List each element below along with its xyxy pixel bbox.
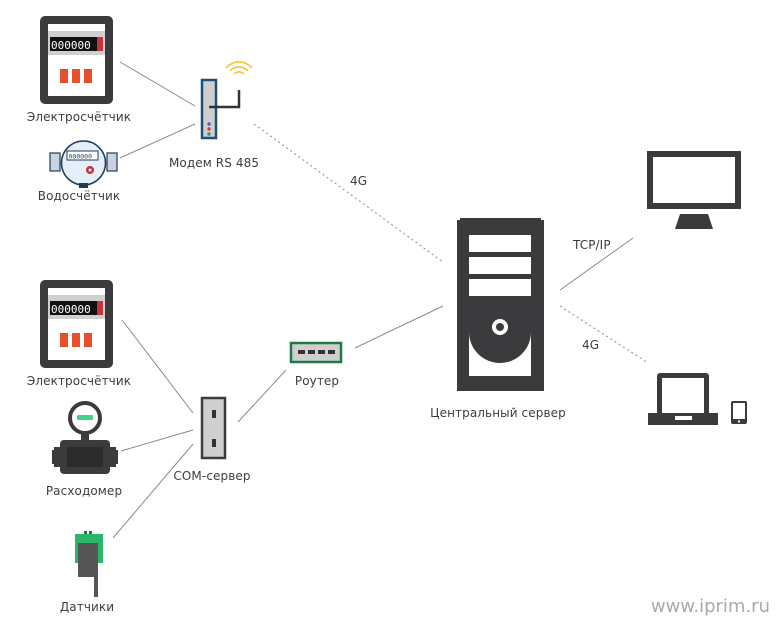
link-server-to-monitor-tcpip: [559, 237, 634, 291]
com-server-label: COM-сервер: [173, 469, 251, 483]
link-com-server-to-router: [237, 369, 287, 423]
sensors-label: Датчики: [59, 600, 115, 614]
meter-display: 000000: [51, 303, 91, 316]
electric-meter-icon: 000000: [40, 16, 113, 104]
link-label-modem-4g: 4G: [350, 174, 368, 188]
router-label: Роутер: [294, 374, 340, 388]
tablet-icon: [731, 401, 747, 424]
link-server-to-laptop-4g: [559, 305, 649, 364]
link-label-tcpip: TCP/IP: [573, 238, 611, 252]
link-electric-meter-2-to-com-server: [121, 319, 194, 414]
link-modem-to-server-4g: [253, 123, 444, 263]
link-water-meter-to-modem: [119, 123, 196, 159]
com-server-icon: [200, 396, 227, 460]
water-meter-label: Водосчётчик: [37, 189, 121, 203]
link-sensors-to-com-server: [112, 443, 194, 539]
water-meter-display: 000000: [69, 153, 93, 161]
central-server-label: Центральный сервер: [430, 406, 566, 420]
link-flowmeter-to-com-server: [120, 429, 194, 452]
watermark: www.iprim.ru: [650, 596, 770, 617]
monitor-icon: [647, 151, 741, 229]
sensor-icon: [75, 531, 103, 597]
modem-icon: [200, 78, 241, 140]
flowmeter-label: Расходомер: [45, 484, 123, 498]
link-router-to-server: [354, 305, 444, 349]
links: [112, 61, 649, 539]
router-icon: [289, 341, 343, 364]
wifi-icon: [225, 61, 253, 75]
link-label-clients-4g: 4G: [582, 338, 600, 352]
water-meter-icon: 000000: [49, 140, 118, 188]
electric-meter-icon: 000000: [40, 280, 113, 368]
meter-display: 000000: [51, 39, 91, 52]
flowmeter-icon: [52, 401, 118, 474]
laptop-icon: [648, 373, 718, 425]
modem-label: Модем RS 485: [168, 156, 260, 170]
central-server-icon: [457, 218, 544, 391]
electric-meter-1-label: Электросчётчик: [26, 110, 132, 124]
link-electric-meter-1-to-modem: [119, 61, 196, 107]
electric-meter-2-label: Электросчётчик: [26, 374, 132, 388]
